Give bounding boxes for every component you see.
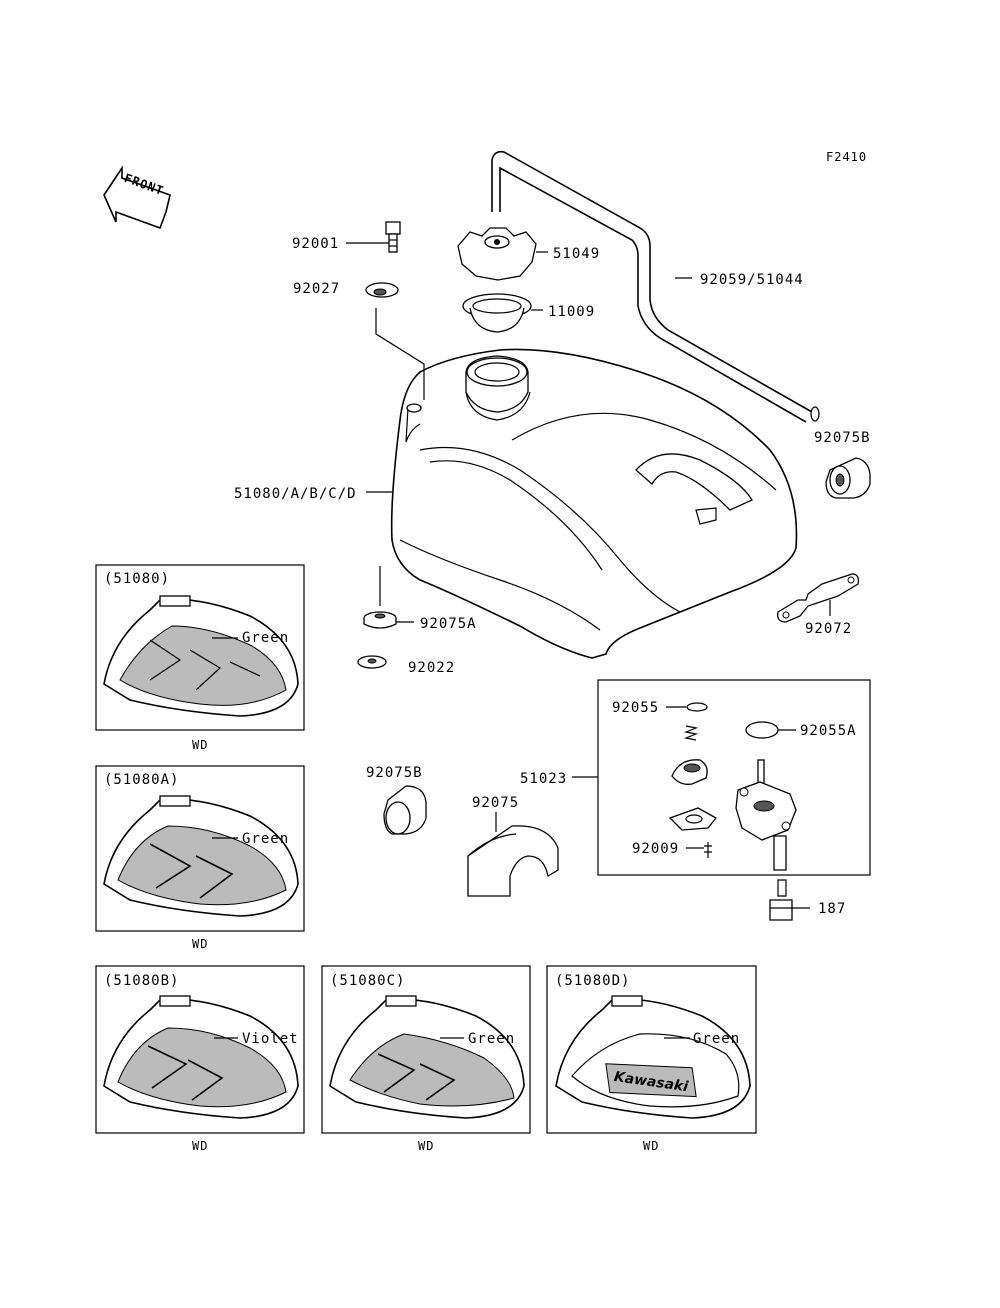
decal-code-51080c: (51080C)	[330, 973, 405, 989]
collar-92022	[357, 655, 387, 669]
decal-color-51080b: Violet	[242, 1031, 299, 1047]
decal-color-51080c: Green	[468, 1031, 515, 1047]
decal-market-51080c: WD	[418, 1139, 434, 1153]
decal-color-51080a: Green	[242, 831, 289, 847]
damper-92075	[467, 812, 559, 897]
callout-92075b-low: 92075B	[366, 765, 423, 781]
front-arrow-icon: FRONT	[103, 165, 171, 230]
decal-market-51080a: WD	[192, 937, 208, 951]
damper-92075b-top	[825, 457, 871, 499]
fuel-tank	[366, 348, 798, 659]
decal-market-51080b: WD	[192, 1139, 208, 1153]
callout-51049: 51049	[553, 246, 600, 262]
damper-92075b-low	[383, 785, 427, 835]
gasket-11009	[462, 293, 543, 333]
callout-11009: 11009	[548, 304, 595, 320]
callout-92075a: 92075A	[420, 616, 477, 632]
damper-92075a	[363, 566, 414, 629]
breather-hose	[491, 150, 820, 423]
grommet-92027	[365, 282, 425, 400]
decal-color-51080: Green	[242, 630, 289, 646]
callout-92022: 92022	[408, 660, 455, 676]
decal-market-51080: WD	[192, 738, 208, 752]
callout-92075: 92075	[472, 795, 519, 811]
decal-code-51080a: (51080A)	[104, 772, 179, 788]
callout-92075b-top: 92075B	[814, 430, 871, 446]
callout-92059: 92059/51044	[700, 272, 804, 288]
decal-panel-51080d: (51080D) Kawasaki Green WD	[546, 965, 757, 1153]
decal-color-51080d: Green	[693, 1031, 740, 1047]
decal-code-51080d: (51080D)	[555, 973, 630, 989]
callout-92055a: 92055A	[800, 723, 857, 739]
callout-92072: 92072	[805, 621, 852, 637]
fitting-187	[769, 879, 810, 921]
figure-code: F2410	[826, 150, 867, 164]
callout-92009: 92009	[632, 841, 679, 857]
callout-92001: 92001	[292, 236, 339, 252]
bolt-92001	[346, 221, 401, 253]
decal-panel-51080: (51080) Green WD	[95, 564, 305, 752]
callout-51023: 51023	[520, 771, 567, 787]
decal-panel-51080c: (51080C) Green WD	[321, 965, 531, 1153]
decal-market-51080d: WD	[643, 1139, 659, 1153]
bracket-92072	[777, 573, 860, 623]
decal-code-51080b: (51080B)	[104, 973, 179, 989]
callout-187: 187	[818, 901, 846, 917]
decal-panel-51080b: (51080B) Violet WD	[95, 965, 305, 1153]
fuel-cock-box	[572, 679, 871, 876]
front-label: FRONT	[122, 171, 165, 198]
decal-panel-51080a: (51080A) Green WD	[95, 765, 305, 951]
callout-51080: 51080/A/B/C/D	[234, 486, 357, 502]
decal-code-51080: (51080)	[104, 571, 170, 587]
callout-92055: 92055	[612, 700, 659, 716]
callout-92027: 92027	[293, 281, 340, 297]
fuel-cap-51049	[457, 227, 548, 281]
